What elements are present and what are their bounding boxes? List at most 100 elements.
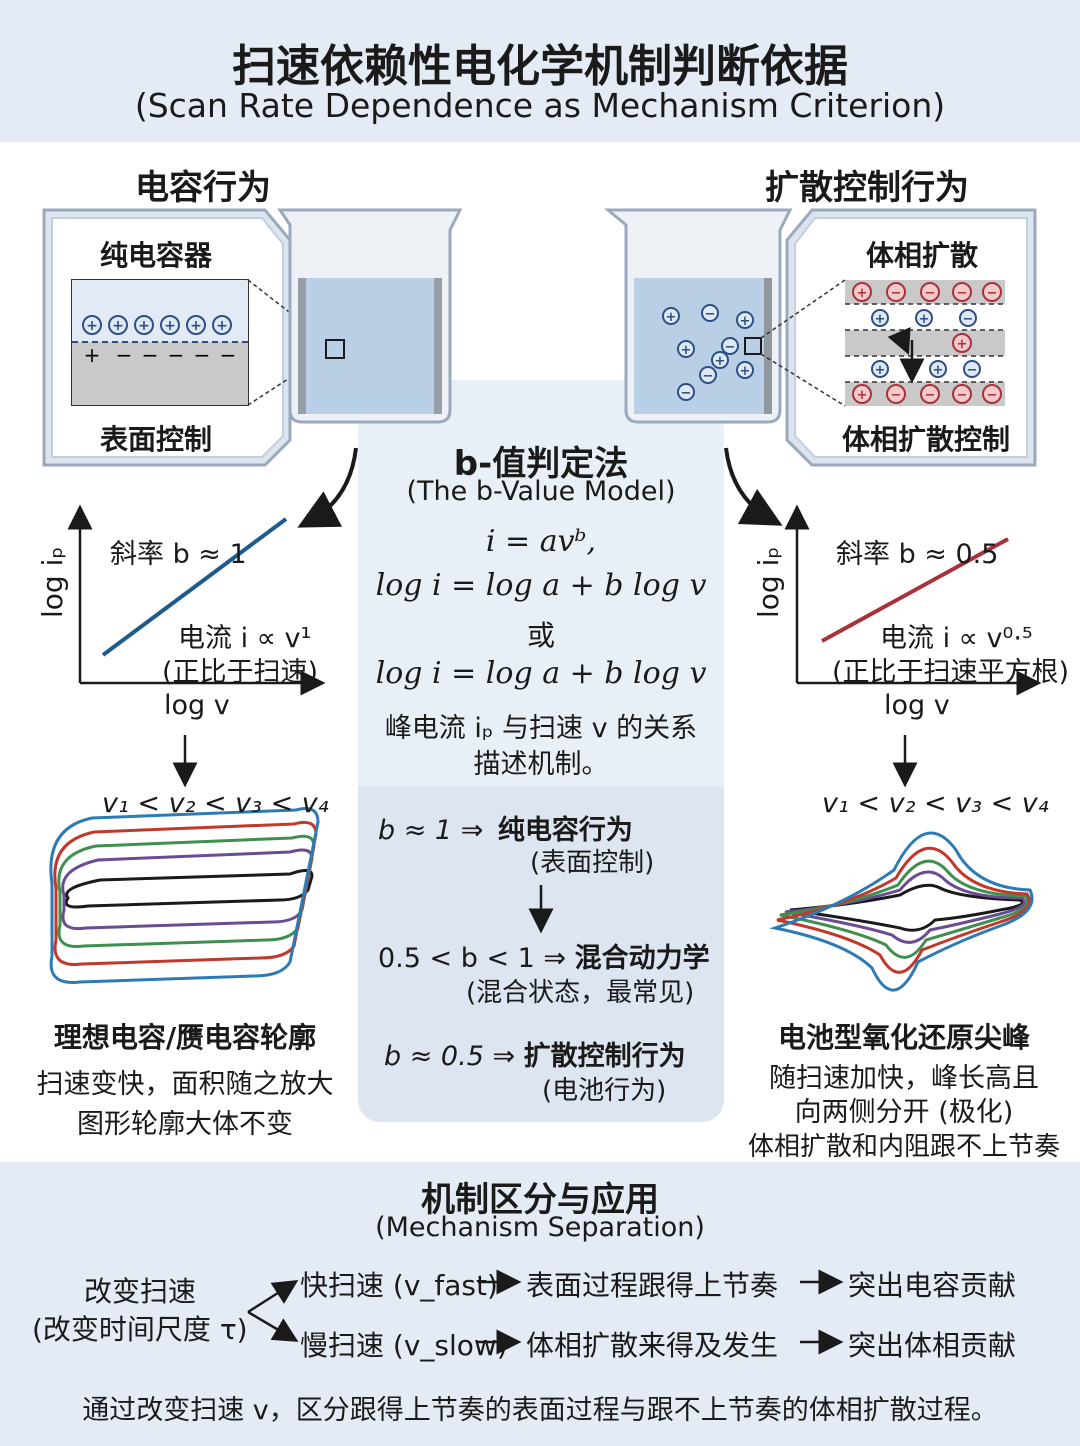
svg-text:+: + bbox=[957, 337, 968, 352]
left-curved-arrow bbox=[297, 447, 358, 528]
svg-text:−: − bbox=[957, 286, 968, 301]
svg-text:−: − bbox=[925, 286, 936, 301]
left-fit-line bbox=[101, 517, 288, 657]
svg-text:+: + bbox=[875, 312, 886, 327]
left-cv-desc-2: 图形轮廓大体不变 bbox=[77, 1109, 293, 1140]
rule-2-result: 混合动力学 bbox=[574, 943, 710, 974]
rule-3-result: 扩散控制行为 bbox=[523, 1041, 686, 1072]
right-fit-line bbox=[821, 537, 1009, 643]
svg-text:+: + bbox=[666, 310, 677, 325]
right-inset-bottom-label: 体相扩散控制 bbox=[842, 423, 1011, 456]
right-cv-desc-3: 体相扩散和内阻跟不上节奏 bbox=[747, 1132, 1060, 1162]
svg-text:+: + bbox=[112, 318, 124, 334]
rule-1-note: (表面控制) bbox=[530, 848, 655, 878]
rule-3-condition: b ≈ 0.5 ⇒ bbox=[384, 1041, 516, 1072]
rule-1: b ≈ 1 ⇒ 纯电容行为 bbox=[378, 808, 718, 847]
rule-1-result: 纯电容行为 bbox=[497, 815, 633, 846]
left-inset-top-label: 纯电容器 bbox=[100, 239, 213, 272]
page-subtitle: (Scan Rate Dependence as Mechanism Crite… bbox=[134, 86, 946, 125]
svg-text:−: − bbox=[116, 343, 133, 367]
svg-text:−: − bbox=[925, 388, 936, 403]
right-beaker: +−+ +−− +−+ bbox=[603, 208, 793, 424]
svg-text:−: − bbox=[725, 340, 736, 355]
left-inset-bottom-label: 表面控制 bbox=[100, 423, 213, 456]
footer-slow-mid: 体相扩散来得及发生 bbox=[526, 1329, 779, 1362]
svg-text:+: + bbox=[681, 343, 692, 358]
left-heading: 电容行为 bbox=[135, 168, 271, 208]
right-cv-curves bbox=[769, 831, 1034, 992]
svg-text:+: + bbox=[190, 318, 202, 334]
left-note-label: (正比于扫速) bbox=[162, 657, 319, 688]
right-curved-arrow bbox=[724, 447, 783, 526]
right-current-label: 电流 i ∝ v⁰·⁵ bbox=[880, 623, 1033, 654]
right-cv-desc-2: 向两侧分开 (极化) bbox=[794, 1097, 1014, 1128]
footer-band bbox=[0, 1162, 1080, 1446]
left-cv-curves bbox=[49, 807, 320, 984]
svg-text:−: − bbox=[987, 388, 998, 403]
left-slope-label: 斜率 b ≈ 1 bbox=[110, 539, 247, 570]
svg-text:−: − bbox=[220, 343, 237, 367]
footer-summary: 通过改变扫速 v，区分跟得上节奏的表面过程与跟不上节奏的体相扩散过程。 bbox=[82, 1395, 998, 1426]
center-title: b-值判定法 bbox=[453, 444, 629, 484]
footer-slow: 慢扫速 (v_slow) bbox=[300, 1329, 508, 1362]
right-note-label: (正比于扫速平方根) bbox=[832, 657, 1070, 688]
footer-title: 机制区分与应用 bbox=[421, 1180, 659, 1220]
svg-text:−: − bbox=[168, 343, 185, 367]
center-or: 或 bbox=[526, 619, 555, 652]
svg-text:+: + bbox=[216, 318, 228, 334]
left-cv-desc-1: 扫速变快，面积随之放大 bbox=[36, 1069, 334, 1100]
svg-text:−: − bbox=[703, 369, 714, 384]
right-inset-top-label: 体相扩散 bbox=[866, 239, 979, 272]
header-band bbox=[0, 0, 1080, 142]
right-cv-desc-1: 随扫速加快，峰长高且 bbox=[769, 1063, 1039, 1094]
svg-text:+: + bbox=[164, 318, 176, 334]
footer-fast-mid: 表面过程跟得上节奏 bbox=[526, 1269, 779, 1302]
svg-text:+: + bbox=[933, 363, 944, 378]
svg-text:−: − bbox=[194, 343, 211, 367]
svg-text:+: + bbox=[740, 314, 751, 329]
left-log-plot bbox=[67, 504, 326, 696]
svg-text:+: + bbox=[857, 286, 868, 301]
right-cv-title: 电池型氧化还原尖峰 bbox=[777, 1021, 1030, 1054]
page-title: 扫速依赖性电化学机制判断依据 bbox=[232, 41, 848, 92]
svg-text:−: − bbox=[142, 343, 159, 367]
right-scan-order: v₁ < v₂ < v₃ < v₄ bbox=[822, 788, 1049, 819]
left-ylabel: log iₚ bbox=[36, 546, 69, 618]
left-current-label: 电流 i ∝ v¹ bbox=[178, 623, 312, 654]
right-heading: 扩散控制行为 bbox=[765, 168, 969, 208]
center-desc-1: 峰电流 iₚ 与扫速 v 的关系 bbox=[384, 713, 698, 744]
svg-text:+: + bbox=[857, 388, 868, 403]
center-subtitle: (The b-Value Model) bbox=[406, 476, 676, 507]
rule-1-condition: b ≈ 1 ⇒ bbox=[378, 815, 484, 846]
center-eq-3: log i = log a + b log v bbox=[375, 656, 707, 691]
rule-2: 0.5 < b < 1 ⇒ 混合动力学 bbox=[378, 936, 724, 975]
center-eq-1: i = avᵇ, bbox=[485, 524, 597, 559]
svg-text:+: + bbox=[919, 312, 930, 327]
right-log-plot bbox=[784, 504, 1042, 696]
footer-slow-end: 突出体相贡献 bbox=[848, 1329, 1017, 1362]
left-scan-order: v₁ < v₂ < v₃ < v₄ bbox=[102, 788, 329, 819]
svg-text:−: − bbox=[963, 312, 974, 327]
right-ylabel: log iₚ bbox=[752, 546, 785, 618]
right-slope-label: 斜率 b ≈ 0.5 bbox=[836, 539, 999, 570]
left-xlabel: log v bbox=[164, 690, 230, 721]
footer-subtitle: (Mechanism Separation) bbox=[375, 1212, 705, 1243]
svg-text:−: − bbox=[957, 388, 968, 403]
rule-3-note: (电池行为) bbox=[542, 1076, 667, 1106]
footer-fast-end: 突出电容贡献 bbox=[848, 1269, 1017, 1302]
rule-3: b ≈ 0.5 ⇒ 扩散控制行为 bbox=[384, 1034, 724, 1073]
left-inset: +++ +++ + − − − − − bbox=[42, 208, 326, 467]
center-eq-2: log i = log a + b log v bbox=[375, 568, 707, 603]
right-xlabel: log v bbox=[884, 690, 950, 721]
svg-text:−: − bbox=[891, 388, 902, 403]
center-rules-panel bbox=[358, 786, 724, 1122]
svg-text:+: + bbox=[740, 364, 751, 379]
svg-text:+: + bbox=[84, 343, 101, 367]
svg-text:−: − bbox=[987, 286, 998, 301]
center-desc-2: 描述机制。 bbox=[473, 749, 609, 780]
svg-text:+: + bbox=[875, 363, 886, 378]
rule-2-note: (混合状态，最常见) bbox=[466, 978, 695, 1008]
svg-text:+: + bbox=[138, 318, 150, 334]
right-inset: +− −−− + +− −−− ++− ++− bbox=[760, 208, 1037, 467]
